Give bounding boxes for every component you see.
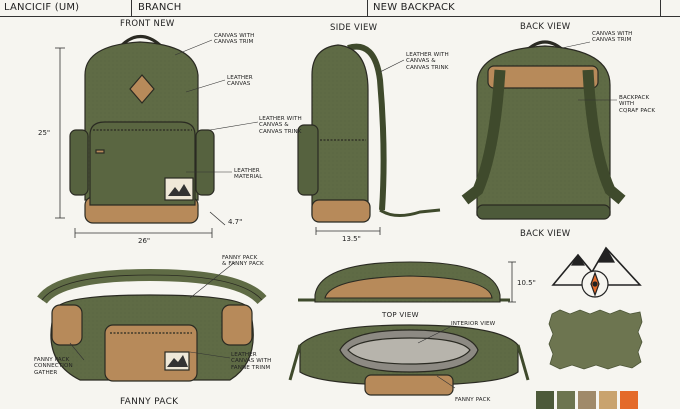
leader-lines (69, 39, 617, 389)
dimension-depth-47: 4.7" (228, 218, 243, 226)
callout-back-canvas-trim: CANVAS WITH CANVAS TRIM (592, 31, 633, 44)
callout-side-leather: LEATHER WITH CANVAS & CANVAS TRINK (406, 52, 449, 71)
header-cell-2: BRANCH (138, 2, 182, 13)
title-block: LANCICIF (UM) BRANCH NEW BACKPACK (0, 0, 680, 17)
mountain-compass-logo (551, 246, 642, 298)
backpack-side-drawing (297, 43, 441, 223)
color-swatch-moss (557, 391, 575, 409)
back-view-title: BACK VIEW (520, 22, 571, 32)
callout-leather-material: LEATHER MATERIAL (234, 168, 263, 181)
side-dimension-line (315, 227, 381, 235)
callout-canvas-trim: CANVAS WITH CANVAS TRIM (214, 33, 255, 46)
fanny-side-dimension-line (508, 261, 516, 303)
backpack-back-drawing (461, 40, 626, 220)
callout-interior-view: INTERIOR VIEW (451, 321, 496, 327)
fanny-pack-side-drawing (298, 261, 510, 303)
dimension-width-26: 26" (138, 237, 151, 245)
callout-leather-canvas: LEATHER CANVAS (227, 75, 253, 88)
fanny-pack-title: FANNY PACK (120, 397, 179, 407)
color-swatch-orange (620, 391, 638, 409)
front-view-title: FRONT NEW (120, 19, 175, 29)
header-cell-3: NEW BACKPACK (373, 2, 455, 13)
callout-backpack-with: BACKPACK WITH CQRAF PACK (619, 95, 656, 114)
dimension-width-135: 13.5" (342, 235, 361, 243)
callout-connection-gather: FANNY PACK CONNECTION GATHER (34, 357, 73, 376)
back-view-bottom-title: BACK VIEW (520, 229, 571, 239)
callout-leather-fanne-trim: LEATHER CANVAS WITH FANNE TRINM (231, 352, 272, 371)
fanny-pack-top-drawing (288, 324, 530, 396)
color-swatch-tan (599, 391, 617, 409)
dimension-height-25: 25" (38, 129, 51, 137)
color-swatch-taupe (578, 391, 596, 409)
header-divider (367, 0, 368, 16)
front-dimension-lines (55, 47, 226, 238)
backpack-front-drawing (69, 35, 215, 224)
top-view-title: TOP VIEW (382, 311, 419, 319)
callout-leather-canvas-trink: LEATHER WITH CANVAS & CANVAS TRINK (259, 116, 302, 135)
header-divider (131, 0, 132, 16)
fanny-pack-front-drawing (37, 268, 267, 382)
fabric-swatch (548, 309, 643, 370)
color-swatch-olive (536, 391, 554, 409)
header-cell-1: LANCICIF (UM) (4, 2, 80, 13)
header-divider (660, 0, 661, 16)
callout-fanny-small: FANNY PACK (455, 397, 491, 403)
callout-fanny-pack: FANNY PACK & FANNY PACK (222, 255, 264, 268)
dimension-height-105: 10.5" (517, 279, 536, 287)
side-view-title: SIDE VIEW (330, 23, 378, 33)
